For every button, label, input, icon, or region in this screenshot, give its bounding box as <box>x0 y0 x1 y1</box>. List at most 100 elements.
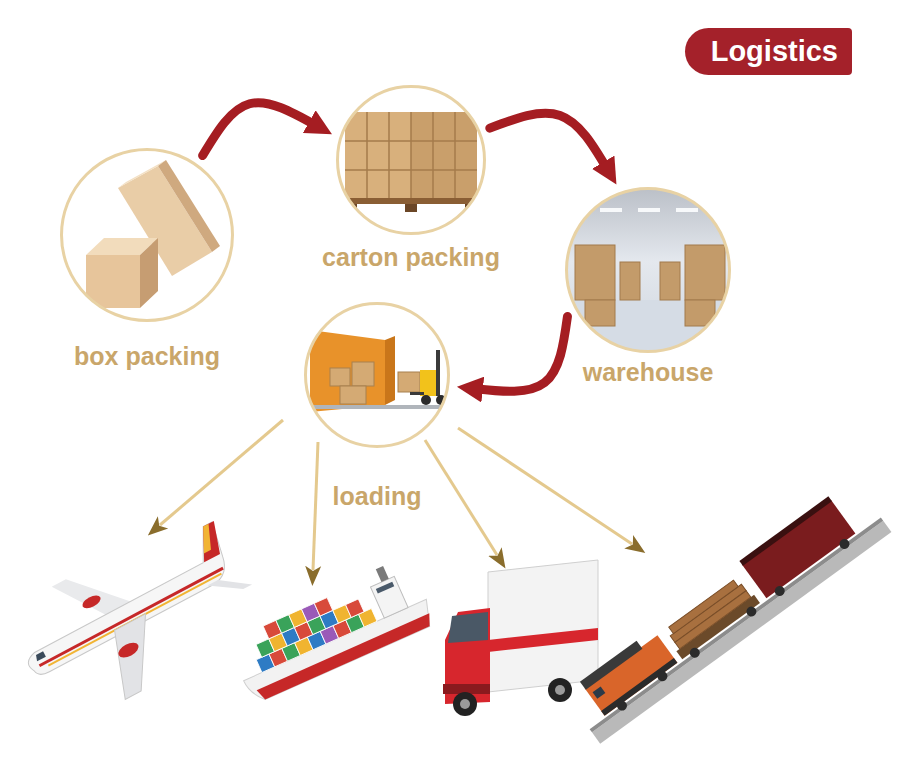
circle-border <box>567 189 730 352</box>
ship-picture <box>371 576 409 618</box>
train-picture <box>837 537 851 551</box>
pallet-picture <box>345 112 477 198</box>
train-picture <box>688 646 702 660</box>
pallet-picture <box>345 112 411 198</box>
stage-circle: warehouse <box>565 187 731 387</box>
loading-picture <box>300 405 450 409</box>
gold-arrow <box>160 420 283 525</box>
warehouse-picture <box>600 208 698 212</box>
ship-picture <box>244 599 437 704</box>
train-picture <box>580 641 643 690</box>
train-picture <box>744 605 758 619</box>
stage-label: warehouse <box>565 358 731 387</box>
ship-picture <box>245 583 377 673</box>
truck-picture <box>548 678 572 702</box>
box-picture <box>140 238 158 308</box>
pallet-picture <box>432 112 434 198</box>
stage-label: loading <box>304 482 450 511</box>
circle-border <box>62 150 233 321</box>
title-banner: Logistics <box>685 28 852 75</box>
airplane-picture <box>1 503 272 732</box>
pallet-picture <box>366 112 368 198</box>
warehouse-picture <box>560 185 740 355</box>
pallet-picture <box>405 204 417 212</box>
loading-picture <box>330 362 420 404</box>
train-picture <box>739 496 832 566</box>
box-picture <box>62 150 232 320</box>
stage-circle: loading <box>304 302 450 511</box>
ship-picture <box>257 613 435 701</box>
truck-picture <box>488 628 598 652</box>
circle-border <box>338 87 485 234</box>
airplane-picture <box>189 521 229 562</box>
train-picture <box>666 578 751 649</box>
flow-arrow <box>203 103 316 156</box>
train-picture <box>592 521 891 744</box>
train-picture <box>669 580 738 633</box>
loading-picture <box>340 386 366 404</box>
truck-picture <box>453 692 477 716</box>
box-picture <box>158 160 220 252</box>
circle-outline <box>336 85 486 235</box>
warehouse-picture <box>560 300 740 355</box>
box-picture <box>62 150 232 320</box>
warehouse-picture <box>620 262 640 300</box>
loading-picture <box>410 392 424 395</box>
stage-label: carton packing <box>320 243 502 272</box>
loading-picture <box>398 372 420 392</box>
airplane-picture <box>10 522 239 679</box>
ship-picture <box>224 555 437 704</box>
circle-outline <box>304 302 450 448</box>
warehouse-picture <box>575 245 725 326</box>
train-picture <box>615 537 851 713</box>
box-picture <box>86 255 140 308</box>
warehouse-picture <box>600 208 622 212</box>
train-picture <box>670 584 746 642</box>
circle-border <box>306 304 449 447</box>
gold-arrow <box>425 440 497 555</box>
loading-picture <box>421 395 431 405</box>
train-picture <box>601 658 677 716</box>
truck-picture <box>443 560 598 716</box>
airplane-picture <box>39 568 223 666</box>
pallet-picture <box>338 87 484 233</box>
loading-picture <box>330 368 350 386</box>
airplane-picture <box>207 567 252 603</box>
pallet-picture <box>338 87 484 233</box>
warehouse-picture <box>660 262 680 300</box>
gold-arrow <box>458 428 632 544</box>
train-picture <box>561 479 891 744</box>
train-picture <box>593 686 606 698</box>
train-picture <box>615 699 629 713</box>
stage-circle: carton packing <box>320 85 502 272</box>
stage-label: box packing <box>60 342 234 371</box>
flow-arrow <box>490 113 607 169</box>
loading-picture <box>352 362 374 386</box>
ship-picture <box>376 582 394 594</box>
warehouse-picture <box>575 245 615 300</box>
ship-picture <box>346 599 364 617</box>
pallet-picture <box>411 112 477 198</box>
truck-picture <box>460 699 470 709</box>
warehouse-picture <box>676 208 698 212</box>
pallet-picture <box>340 198 482 204</box>
box-picture <box>118 160 166 188</box>
ship-picture <box>376 566 389 582</box>
gold-arrow <box>313 442 318 570</box>
circle-outline <box>565 187 731 353</box>
truck-picture <box>555 685 565 695</box>
pallet-picture <box>454 112 456 198</box>
truck-picture <box>448 612 488 643</box>
airplane-picture <box>80 593 102 611</box>
stage-circle: box packing <box>60 148 234 371</box>
flow-arrow <box>475 317 567 392</box>
train-picture <box>590 518 884 733</box>
truck-picture <box>488 560 598 692</box>
pallet-picture <box>388 112 390 198</box>
circle-outline <box>60 148 234 322</box>
warehouse-picture <box>560 185 740 355</box>
ship-picture <box>314 598 332 616</box>
